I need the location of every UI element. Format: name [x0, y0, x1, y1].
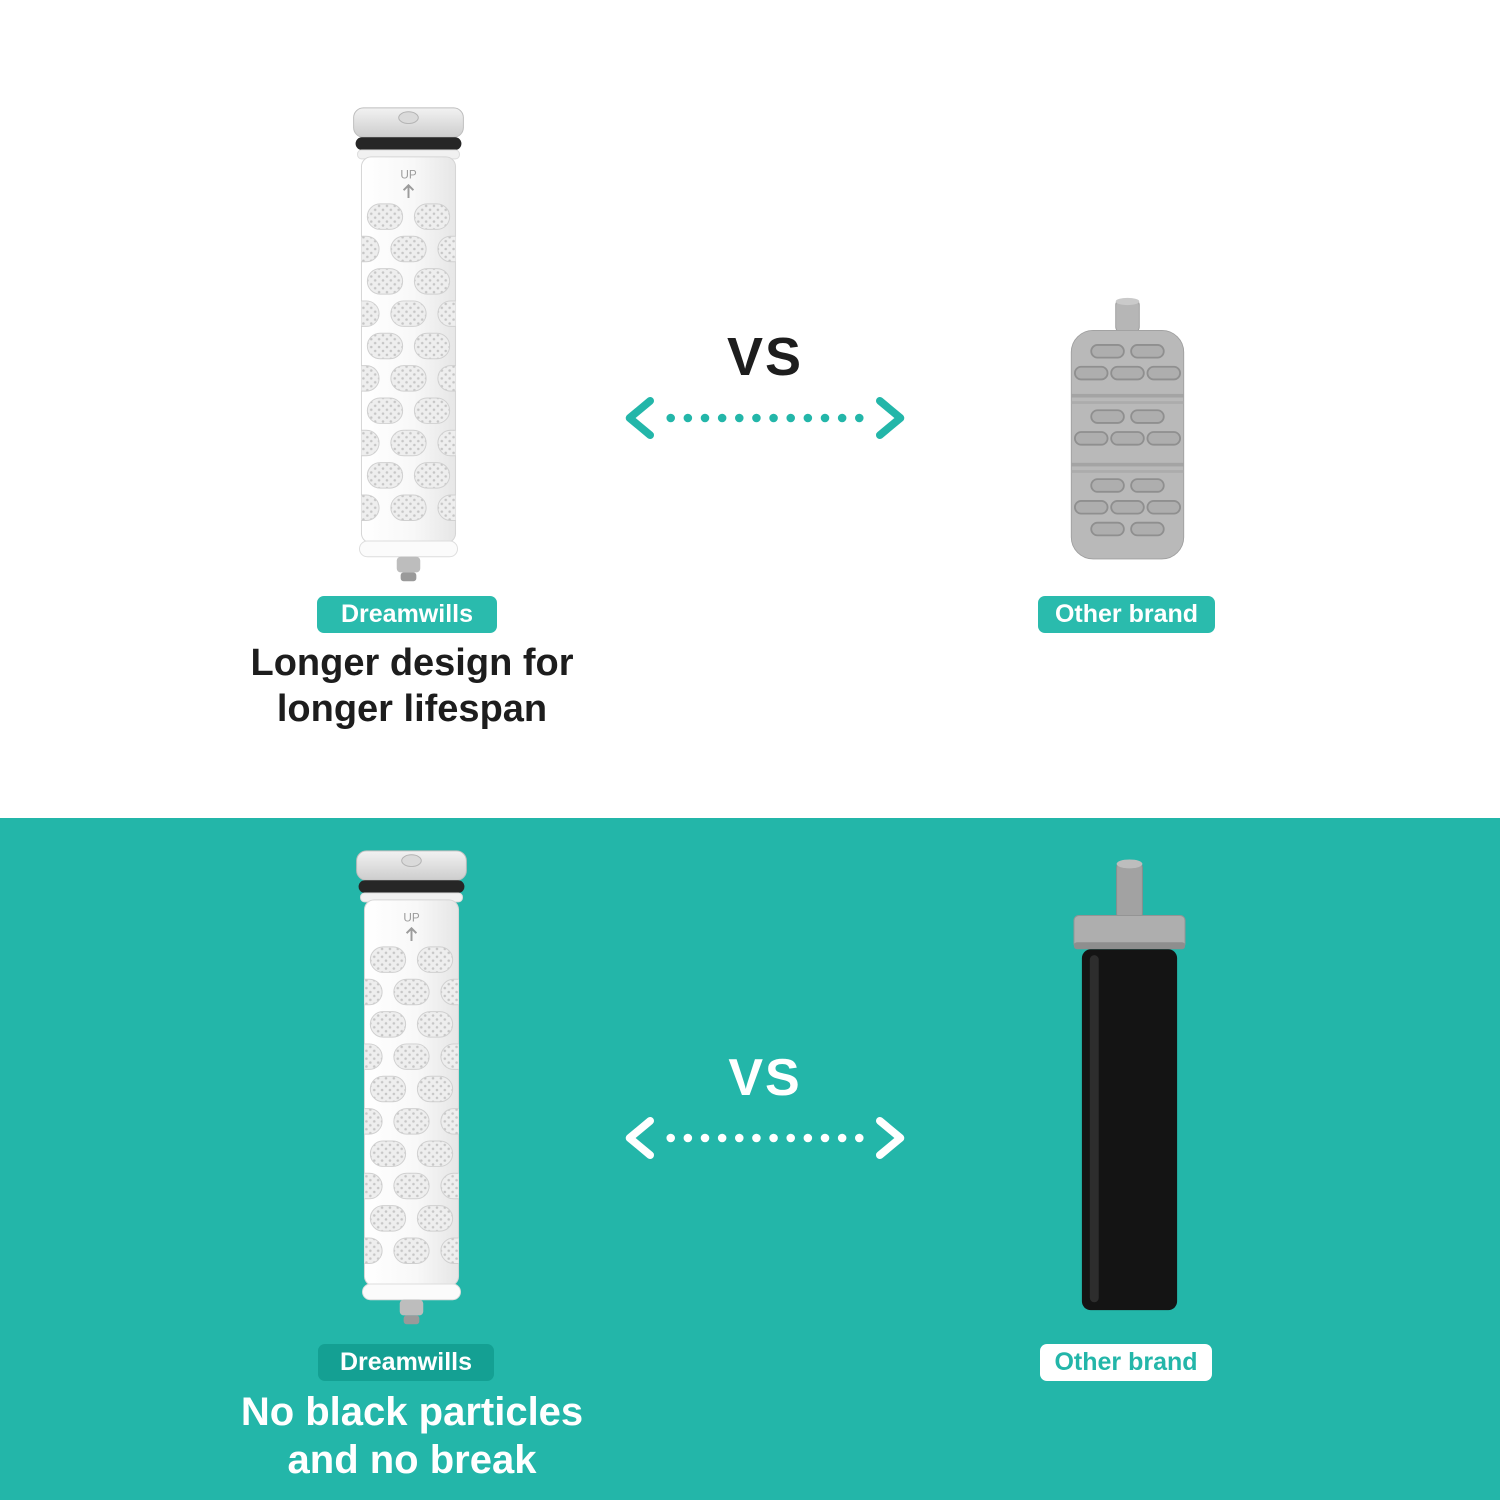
comparison-arrow-icon	[600, 394, 930, 442]
dreamwills-caption: No black particles and no break	[172, 1388, 652, 1484]
other-brand-filter-illustration	[1070, 296, 1185, 560]
caption-line: and no break	[287, 1438, 537, 1482]
caption-line: Longer design for	[250, 642, 574, 684]
caption-line: No black particles	[240, 1390, 584, 1434]
comparison-arrow-icon	[600, 1114, 930, 1162]
other-brand-filter-illustration	[1073, 858, 1186, 1311]
bottom-section-background	[0, 818, 1500, 1500]
dreamwills-badge: Dreamwills	[318, 1344, 494, 1381]
caption-line: longer lifespan	[276, 687, 548, 730]
vs-label: VS	[728, 1049, 802, 1107]
dreamwills-badge: Dreamwills	[317, 596, 497, 633]
dreamwills-filter-illustration	[330, 102, 487, 592]
other-brand-badge: Other brand	[1038, 596, 1215, 633]
dreamwills-caption: Longer design for longer lifespan	[182, 641, 642, 732]
other-brand-badge: Other brand	[1040, 1344, 1212, 1381]
dreamwills-filter-illustration	[333, 845, 490, 1335]
vs-label: VS	[726, 327, 804, 387]
